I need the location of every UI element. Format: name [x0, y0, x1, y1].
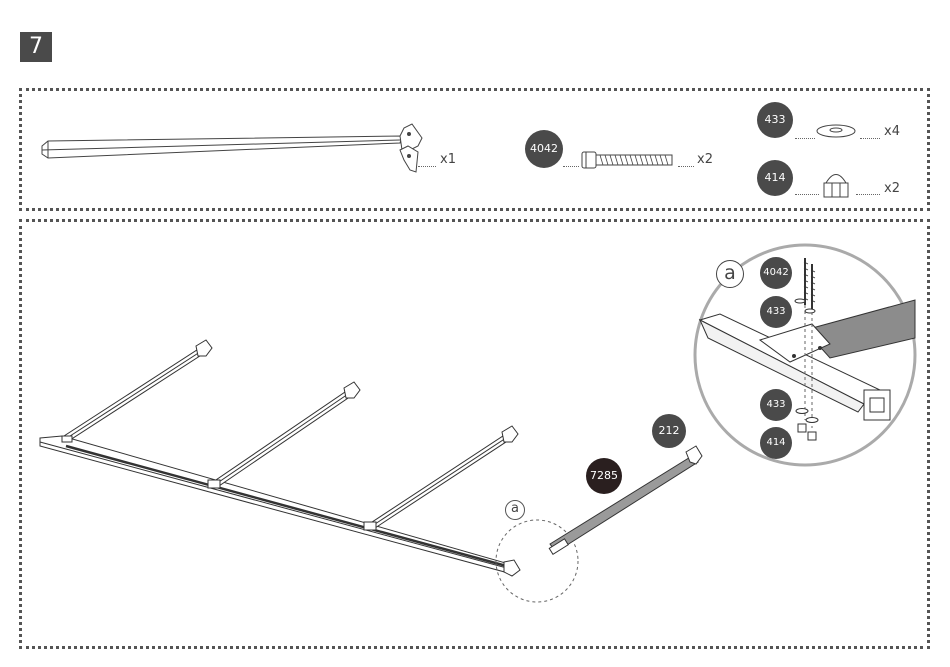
rail-part-illustration: [42, 124, 422, 172]
loose-beam-7285: [549, 446, 702, 554]
bolt-callout-leader: [563, 166, 579, 167]
beam-212-callout: 212: [652, 414, 686, 448]
detail-bolt-callout: 4042: [760, 257, 792, 289]
detail-marker-label: a: [505, 500, 525, 520]
washer-quantity: x4: [884, 124, 900, 139]
detail-nut-callout: 414: [760, 427, 792, 459]
washer-qty-leader: [860, 138, 880, 139]
washer-callout-leader: [795, 138, 815, 139]
cap-nut-part-illustration: [824, 175, 848, 198]
detail-view-letter: a: [716, 260, 744, 288]
nut-part-callout: 414: [757, 160, 793, 196]
bolt-quantity: x2: [697, 152, 713, 167]
bolt-qty-leader: [678, 166, 694, 167]
rail-qty-leader: [418, 166, 436, 167]
rail-quantity: x1: [440, 152, 456, 167]
washer-part-illustration: [817, 125, 855, 137]
washer-part-callout: 433: [757, 102, 793, 138]
nut-callout-leader: [795, 194, 819, 195]
detail-washer-top-callout: 433: [760, 296, 792, 328]
bolt-part-illustration: [582, 152, 672, 168]
main-beam: [40, 436, 516, 574]
nut-qty-leader: [856, 194, 880, 195]
bolt-part-callout: 4042: [525, 130, 563, 168]
detail-washer-bottom-callout: 433: [760, 389, 792, 421]
beam-7285-callout: 7285: [586, 458, 622, 494]
nut-quantity: x2: [884, 181, 900, 196]
